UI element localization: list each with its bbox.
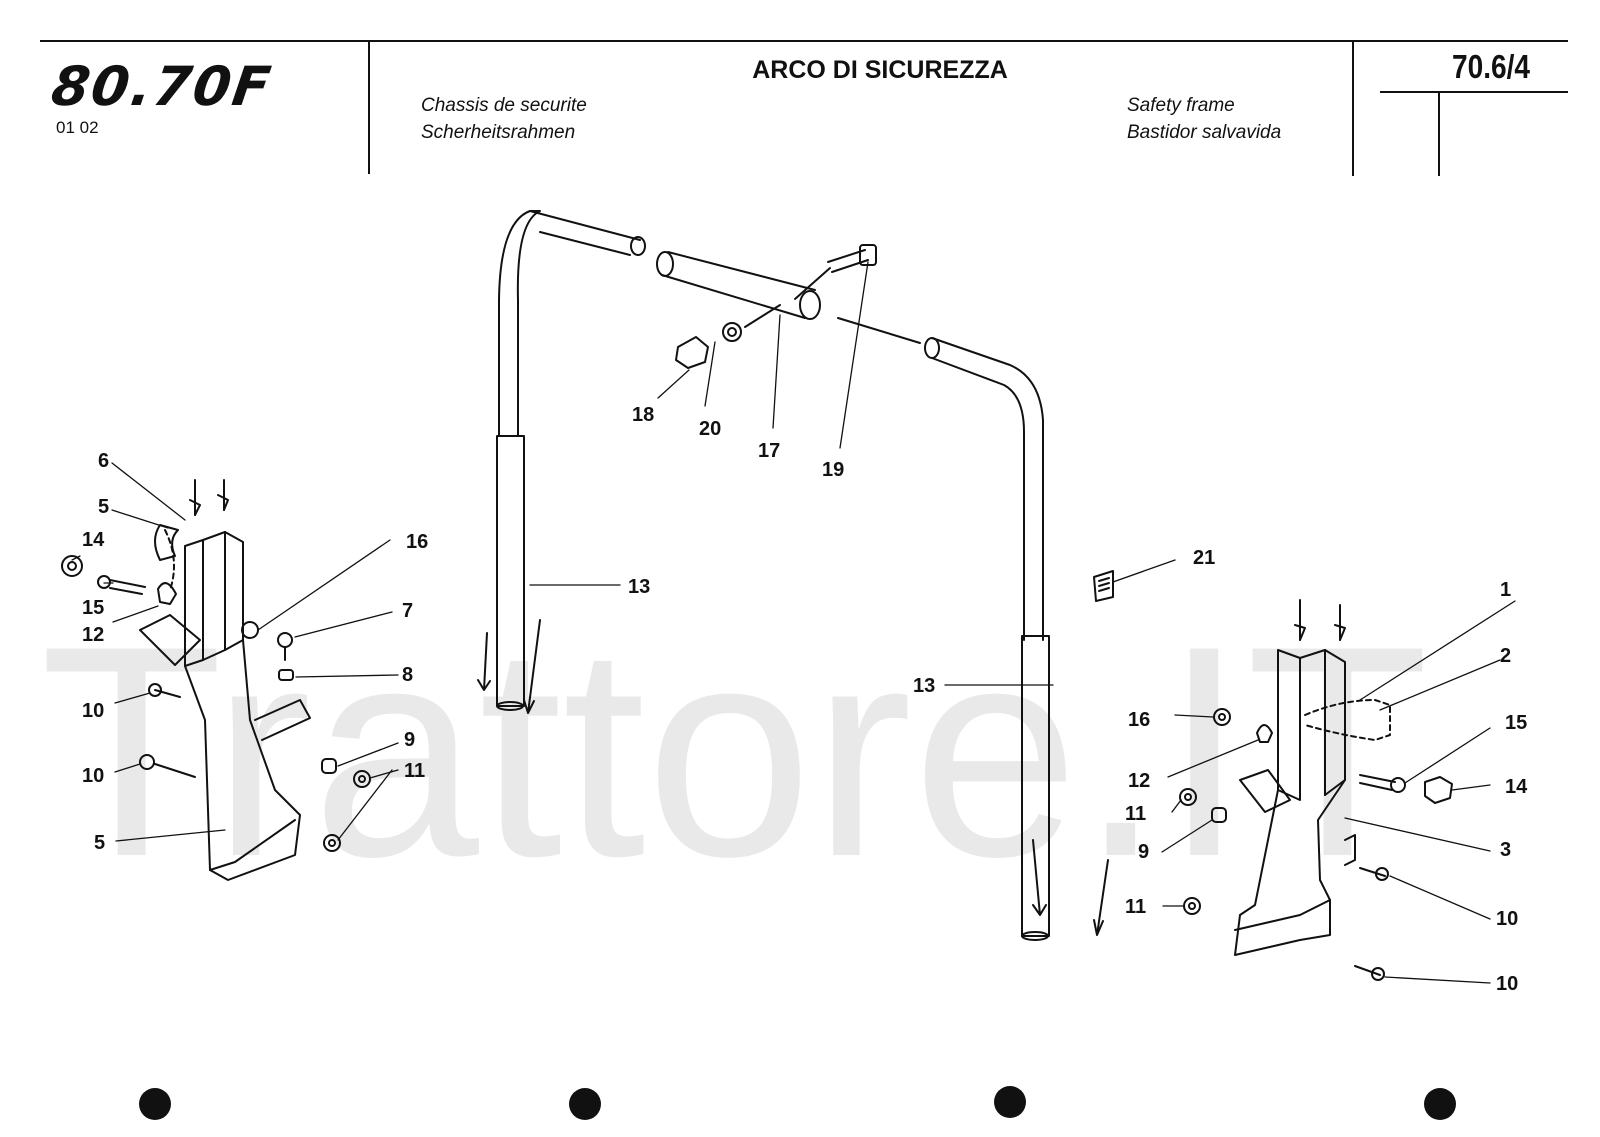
- watermark-text: Trattore.IT: [40, 583, 1429, 919]
- decal-21: [1093, 570, 1114, 602]
- nut-20: [722, 304, 781, 342]
- callout-17: 17: [758, 440, 780, 462]
- callout-6: 6: [98, 450, 109, 472]
- assembly-arrows: [477, 619, 1109, 936]
- page-title: ARCO DI SICUREZZA: [752, 56, 1008, 84]
- callout-labels: 1 2 3 5 5 6 7 8 9 9 10 10 10 10 11 11 11…: [82, 404, 1528, 995]
- callout-10-left-upper: 10: [82, 700, 104, 722]
- callout-9-left: 9: [404, 729, 415, 751]
- document-code: 01 02: [56, 118, 99, 137]
- header-block: 80.70F 01 02 ARCO DI SICUREZZA Chassis d…: [40, 40, 1568, 176]
- page-number: 70.6/4: [1452, 48, 1530, 85]
- page-number-rule: [1380, 91, 1568, 93]
- callout-12-right: 12: [1128, 770, 1150, 792]
- callout-13-left: 13: [628, 576, 650, 598]
- subtitle-english: Safety frame: [1127, 95, 1235, 116]
- callout-16-right: 16: [1128, 709, 1150, 731]
- callout-18: 18: [632, 404, 654, 426]
- callout-5-left: 5: [98, 496, 109, 518]
- callout-2: 5: [94, 832, 105, 854]
- callout-8: 8: [402, 664, 413, 686]
- callout-14-right: 14: [1505, 776, 1528, 798]
- callout-5-right: 2: [1500, 645, 1511, 667]
- subtitle-french: Chassis de securite: [421, 95, 587, 116]
- callout-3: 1: [1500, 579, 1511, 601]
- callout-12-left: 12: [82, 624, 104, 646]
- header-top-rule: [40, 40, 1568, 42]
- header-divider-page: [1438, 91, 1440, 176]
- cap-nut-18: [675, 336, 709, 369]
- registration-dots: [139, 1086, 1456, 1120]
- callout-1: 3: [1500, 839, 1511, 861]
- callout-11-right-lower: 11: [1125, 896, 1146, 918]
- right-mounting-bracket: [1234, 599, 1391, 956]
- callout-15-left: 15: [82, 597, 104, 619]
- roll-bar-left-upright: [496, 210, 646, 711]
- callout-11-left: 11: [404, 760, 425, 782]
- connecting-sleeve: [656, 251, 821, 320]
- callout-14-left: 14: [82, 529, 105, 551]
- subtitle-spanish: Bastidor salvavida: [1127, 122, 1282, 143]
- callout-9-right: 9: [1138, 841, 1149, 863]
- subtitle-german: Scherheitsrahmen: [421, 122, 576, 143]
- callout-10-right-upper: 10: [1496, 908, 1518, 930]
- callout-15-right: 15: [1505, 712, 1527, 734]
- roll-bar-right-upright: [837, 317, 1050, 941]
- right-hardware: [1179, 708, 1453, 981]
- callout-20: 20: [699, 418, 721, 440]
- callout-13-right: 13: [913, 675, 935, 697]
- callout-16-left: 16: [406, 531, 428, 553]
- callout-11-right-upper: 11: [1125, 803, 1146, 825]
- callout-10-right-lower: 10: [1496, 973, 1518, 995]
- callout-21: 21: [1193, 547, 1215, 569]
- header-divider-right: [1352, 40, 1354, 176]
- leader-lines: [71, 261, 1516, 984]
- callout-7: 7: [402, 600, 413, 622]
- callout-19: 19: [822, 459, 844, 481]
- header-divider-left: [368, 40, 370, 174]
- callout-10-left-lower: 10: [82, 765, 104, 787]
- left-mounting-bracket: [139, 479, 311, 881]
- left-hardware: [61, 555, 371, 852]
